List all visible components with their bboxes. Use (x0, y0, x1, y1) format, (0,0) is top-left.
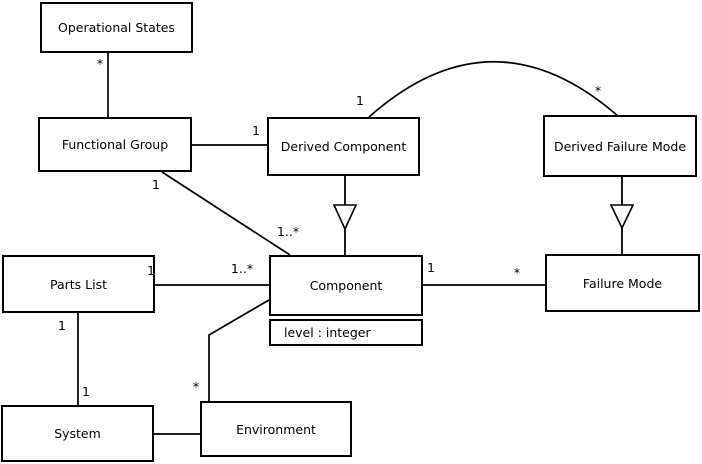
class-name: Parts List (49, 276, 107, 292)
class-derived-component: Derived Component (267, 117, 420, 176)
class-name: Operational States (58, 20, 175, 35)
class-name: Component (309, 278, 383, 293)
multiplicity-failure-mode-left: * (513, 264, 521, 280)
multiplicity-functional-group-bottom: 1 (152, 176, 160, 192)
class-name: Functional Group (61, 137, 169, 152)
class-name: Derived Failure Mode (553, 138, 687, 154)
class-parts-list: Parts List (2, 255, 155, 313)
multiplicity-arc-derived-component: 1 (356, 92, 364, 108)
generalization-triangle-icon (609, 204, 635, 230)
class-environment: Environment (200, 401, 352, 457)
generalization-triangle-icon (332, 204, 358, 231)
multiplicity-component-top-left: 1..* (276, 223, 300, 239)
class-derived-failure-mode: Derived Failure Mode (543, 115, 697, 177)
multiplicity-component-left: 1..* (230, 260, 254, 276)
class-functional-group: Functional Group (38, 117, 192, 172)
multiplicity-environment-top: * (192, 378, 200, 394)
multiplicity-operational-states: * (96, 55, 104, 71)
multiplicity-derived-component-left: 1 (252, 122, 260, 138)
multiplicity-system-top: 1 (82, 383, 90, 399)
class-failure-mode: Failure Mode (545, 254, 700, 312)
class-component-attribute-compartment: level : integer (269, 319, 423, 346)
class-component: Component (269, 255, 423, 316)
edge-functional-group-component (161, 171, 291, 256)
class-operational-states: Operational States (40, 2, 193, 53)
attribute-label: level : integer (284, 325, 371, 340)
multiplicity-parts-list-bottom: 1 (58, 317, 66, 333)
class-system: System (1, 405, 154, 462)
class-name: System (54, 426, 101, 441)
class-name: Derived Component (280, 139, 407, 154)
class-name: Failure Mode (582, 275, 663, 291)
edge-derived-component-derived-failure-mode-arc (368, 60, 619, 118)
edge-component-environment (208, 299, 270, 401)
multiplicity-parts-list-right: 1 (147, 262, 155, 278)
multiplicity-arc-derived-failure-mode: * (594, 82, 602, 98)
multiplicity-component-right: 1 (427, 259, 435, 275)
class-name: Environment (236, 421, 316, 437)
